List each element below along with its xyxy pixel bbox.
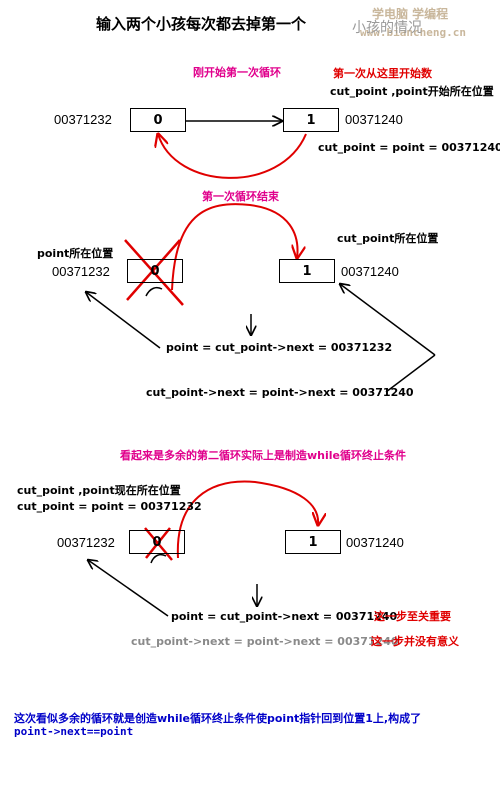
- section2-node-1: 1: [279, 259, 335, 283]
- section3-node-0: 0: [129, 530, 185, 554]
- tick-3: [150, 553, 167, 564]
- tick-2: [145, 286, 163, 297]
- node-value: 1: [302, 263, 312, 279]
- arrow-eq1-left-3: [88, 560, 169, 617]
- loop-curve-3: [176, 480, 318, 559]
- watermark-overlap: 小孩的情况: [352, 20, 422, 36]
- watermark-url: www.biancheng.cn: [360, 26, 466, 39]
- section2-eq1: point = cut_point->next = 00371232: [166, 341, 393, 354]
- loop-curve-2: [171, 203, 297, 291]
- section3-heading: 看起来是多余的第二循环实际上是制造while循环终止条件: [120, 449, 406, 462]
- cross-2b: [126, 239, 181, 301]
- section3-eq1: point = cut_point->next = 00371240: [171, 610, 398, 623]
- section2-heading: 第一次循环结束: [202, 190, 279, 203]
- section3-right-addr: 00371240: [346, 535, 404, 550]
- section1-position-note: cut_point ,point开始所在位置: [330, 85, 494, 98]
- arrow-eq2-up: [340, 284, 436, 356]
- node-value: 0: [150, 263, 160, 279]
- section3-node-1: 1: [285, 530, 341, 554]
- node-value: 1: [308, 534, 318, 550]
- watermark-line1: 学电脑 学编程: [372, 7, 449, 21]
- section1-left-addr: 00371232: [54, 112, 112, 127]
- node-value: 0: [153, 112, 163, 128]
- section1-right-addr: 00371240: [345, 112, 403, 127]
- section3-label1: cut_point ,point现在所在位置: [17, 484, 181, 497]
- section3-label2: cut_point = point = 00371232: [17, 500, 202, 513]
- section3-eq2: cut_point->next = point->next = 00371240: [131, 635, 399, 648]
- section2-cut-label: cut_point所在位置: [337, 232, 439, 245]
- section1-node-0: 0: [130, 108, 186, 132]
- conclusion-line2: point->next==point: [14, 725, 134, 738]
- section2-eq2: cut_point->next = point->next = 00371240: [146, 386, 414, 399]
- page-title: 输入两个小孩每次都去掉第一个: [96, 15, 307, 33]
- section3-eq2-note: 这一步并没有意义: [371, 635, 459, 648]
- node-value: 1: [306, 112, 316, 128]
- section2-left-addr: 00371232: [52, 264, 110, 279]
- section2-point-label: point所在位置: [37, 247, 114, 260]
- section2-node-0: 0: [127, 259, 183, 283]
- section3-left-addr: 00371232: [57, 535, 115, 550]
- node-value: 0: [152, 534, 162, 550]
- section1-eq-note: cut_point = point = 00371240: [318, 141, 500, 154]
- return-curve-1: [158, 134, 307, 179]
- conclusion-line1: 这次看似多余的循环就是创造while循环终止条件使point指针回到位置1上,构…: [14, 712, 422, 725]
- section1-start-note: 第一次从这里开始数: [333, 67, 432, 80]
- section1-heading: 刚开始第一次循环: [193, 66, 281, 79]
- cross-2a: [124, 239, 184, 306]
- arrow-eq2-tail: [385, 354, 436, 393]
- arrow-eq1-left: [86, 292, 161, 349]
- section1-node-1: 1: [283, 108, 339, 132]
- section2-right-addr: 00371240: [341, 264, 399, 279]
- section3-eq1-note: 这一步至关重要: [374, 610, 451, 623]
